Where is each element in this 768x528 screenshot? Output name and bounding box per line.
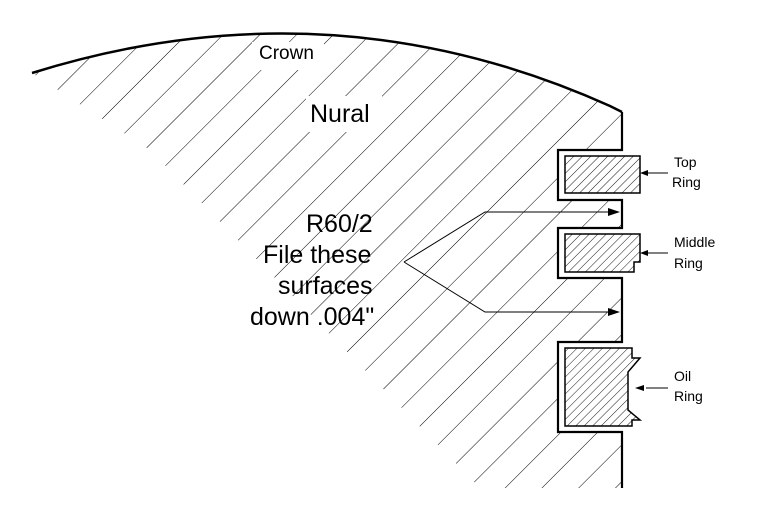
middle-ring-label-1: Middle bbox=[674, 234, 716, 250]
top-ring-label-2: Ring bbox=[672, 174, 701, 190]
middle-ring-label-2: Ring bbox=[674, 255, 703, 271]
crown-outline bbox=[31, 32, 623, 114]
note-line-4: down .004" bbox=[250, 303, 375, 331]
skirt-outline bbox=[556, 112, 624, 488]
land-leader-lines bbox=[403, 211, 614, 313]
oil-ring-label-2: Ring bbox=[674, 388, 703, 404]
oil-ring bbox=[564, 347, 668, 427]
top-ring bbox=[564, 155, 668, 194]
material-label: Nural bbox=[310, 100, 370, 128]
oil-ring-label-1: Oil bbox=[674, 368, 692, 384]
upper-land-arrow bbox=[608, 208, 620, 216]
top-ring-label-1: Top bbox=[674, 154, 697, 170]
crown-label: Crown bbox=[259, 43, 314, 64]
note-line-2: File these bbox=[263, 241, 372, 269]
lower-land-arrow bbox=[608, 308, 620, 316]
note-line-3: surfaces bbox=[278, 272, 373, 300]
middle-ring bbox=[564, 233, 668, 273]
note-line-1: R60/2 bbox=[306, 210, 373, 238]
